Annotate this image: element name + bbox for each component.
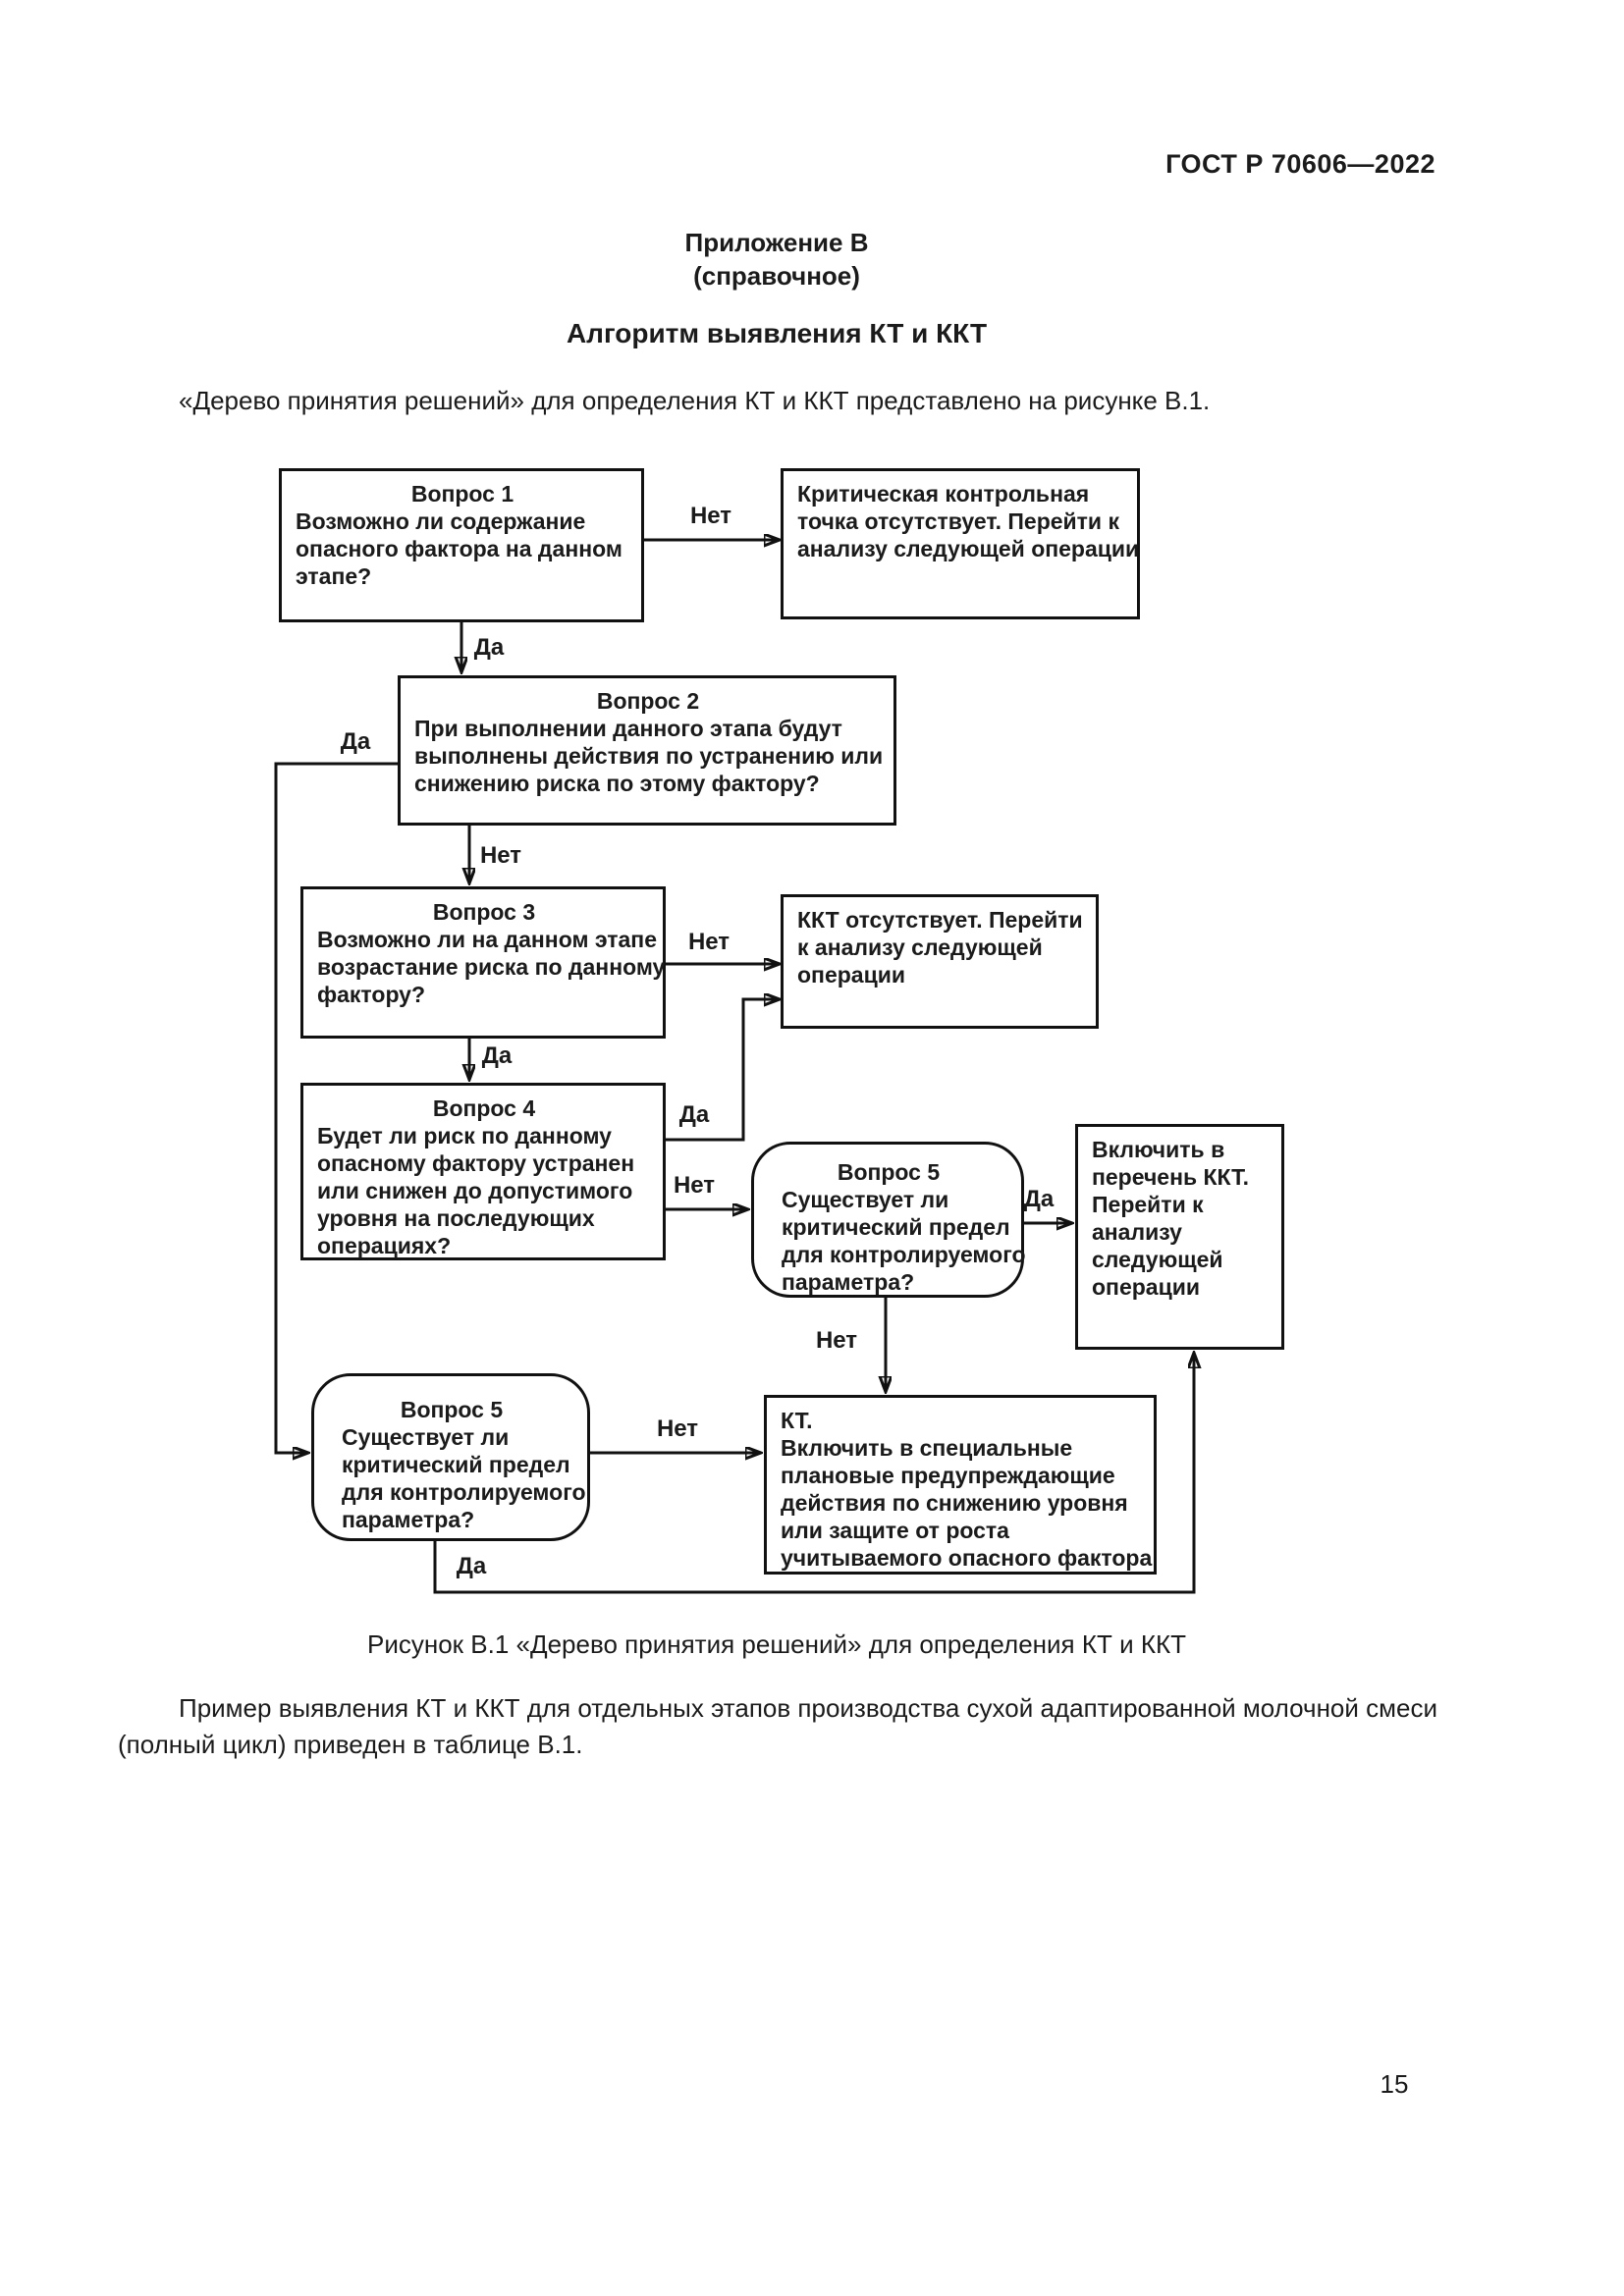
box-body: Существует ли критический предел для кон… [342, 1424, 586, 1532]
page-number: 15 [1380, 2069, 1409, 2099]
appendix-subtitle: (справочное) [693, 261, 860, 291]
flowchart-box-include-kkt: Включить в перечень ККТ. Перейти к анали… [1075, 1124, 1284, 1350]
flowchart-box-question-2: Вопрос 2 При выполнении данного этапа бу… [398, 675, 896, 826]
box-title: Вопрос 5 [400, 1397, 504, 1422]
box-body: Критическая контрольная точка отсутствуе… [797, 481, 1140, 561]
edge-label-q2-yes-loop: Да [340, 728, 371, 755]
doc-number: ГОСТ Р 70606—2022 [1165, 149, 1435, 179]
edge-label-q1-no: Нет [689, 503, 732, 529]
flowchart-box-question-5-left: Вопрос 5 Существует ли критический преде… [311, 1373, 590, 1541]
edge-label-q4-no: Нет [673, 1172, 716, 1199]
box-body: Существует ли критический предел для кон… [782, 1187, 1026, 1295]
box-title: Вопрос 4 [432, 1095, 536, 1121]
flowchart-box-question-5-mid: Вопрос 5 Существует ли критический преде… [751, 1142, 1026, 1298]
figure-caption: Рисунок В.1 «Дерево принятия решений» дл… [366, 1629, 1187, 1659]
flowchart-box-question-1: Вопрос 1 Возможно ли содержание опасного… [279, 468, 644, 622]
box-body: Возможно ли содержание опасного фактора … [296, 508, 623, 589]
flowchart-box-question-4: Вопрос 4 Будет ли риск по данному опасно… [300, 1083, 666, 1260]
box-title: Вопрос 1 [410, 481, 514, 507]
edge-label-q3-yes: Да [481, 1042, 513, 1069]
edge-label-q2-no: Нет [479, 842, 522, 869]
box-body: Включить в перечень ККТ. Перейти к анали… [1092, 1137, 1250, 1300]
box-title: Вопрос 3 [432, 899, 536, 925]
flowchart-box-question-3: Вопрос 3 Возможно ли на данном этапе воз… [300, 886, 666, 1039]
section-title: Алгоритм выявления КТ и ККТ [566, 318, 988, 348]
box-body: При выполнении данного этапа будут выпол… [414, 716, 884, 796]
box-title: Вопрос 2 [596, 688, 700, 714]
edge-label-q5left-no: Нет [656, 1415, 699, 1442]
edge-label-q5mid-yes: Да [1023, 1186, 1055, 1212]
box-body: Будет ли риск по данному опасному фактор… [317, 1123, 635, 1258]
flowchart-box-ccp-absent: Критическая контрольная точка отсутствуе… [781, 468, 1140, 619]
closing-paragraph: Пример выявления КТ и ККТ для отдельных … [118, 1693, 1437, 1759]
edge-label-q1-yes: Да [473, 634, 505, 661]
box-body: КТ. Включить в специальные плановые пред… [781, 1408, 1153, 1571]
edge-label-q4-yes-loop: Да [678, 1101, 710, 1128]
appendix-title: Приложение В [684, 228, 869, 257]
intro-paragraph: «Дерево принятия решений» для определени… [179, 386, 1211, 415]
appendix-heading: Приложение В (справочное) [118, 226, 1435, 293]
box-body: Возможно ли на данном этапе возрастание … [317, 927, 666, 1007]
flowchart-box-kkt-absent: ККТ отсутствует. Перейти к анализу следу… [781, 894, 1099, 1029]
edge-label-q5left-yes: Да [456, 1553, 487, 1579]
edge-label-q3-no: Нет [687, 929, 731, 955]
box-title: Вопрос 5 [837, 1159, 941, 1185]
edge-label-q5mid-no: Нет [815, 1327, 858, 1354]
flowchart-box-kt: КТ. Включить в специальные плановые пред… [764, 1395, 1157, 1575]
box-body: ККТ отсутствует. Перейти к анализу следу… [797, 907, 1083, 988]
